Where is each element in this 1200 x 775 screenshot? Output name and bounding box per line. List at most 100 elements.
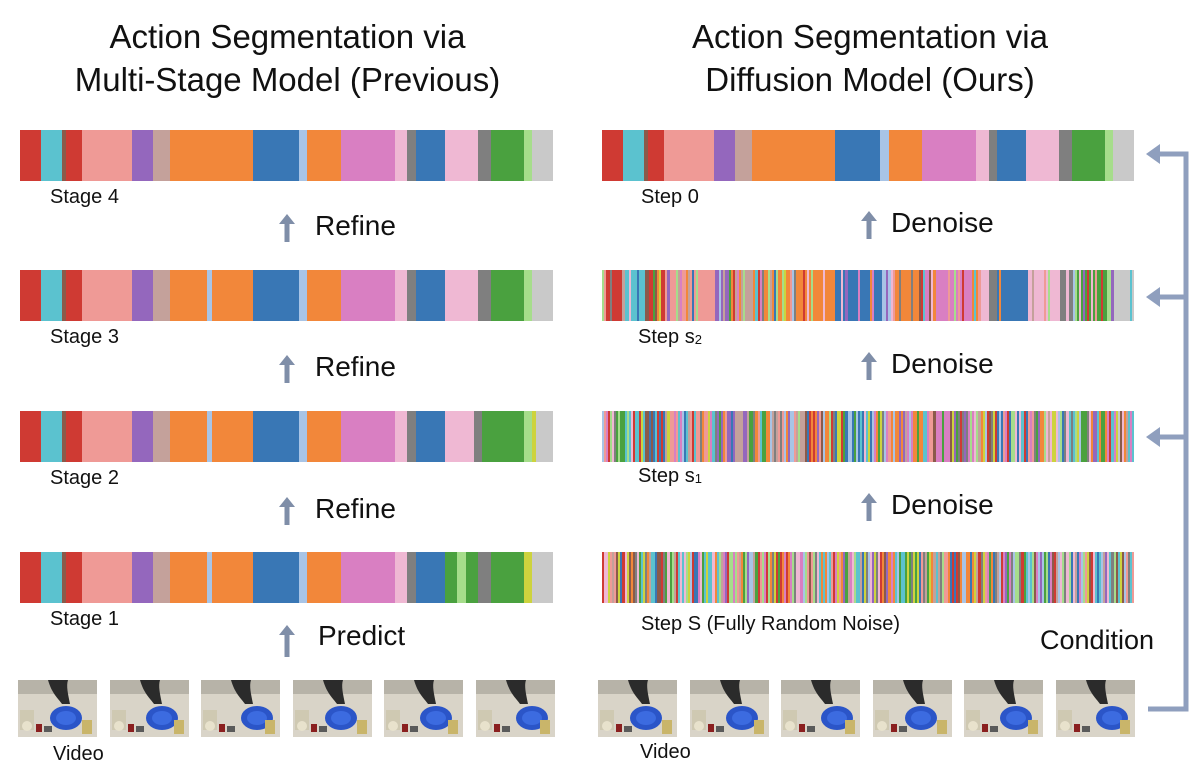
stage-segment (298, 270, 308, 321)
step-strip (704, 270, 707, 321)
step-strip (714, 552, 718, 603)
step-strip (868, 270, 871, 321)
step-strip (644, 270, 648, 321)
step-strip (1029, 411, 1033, 462)
step-strip (1017, 270, 1020, 321)
step-strip (653, 411, 656, 462)
step-strip (620, 411, 624, 462)
step-strip (765, 411, 769, 462)
step-strip (679, 411, 683, 462)
refine-op-label: Refine (315, 351, 396, 382)
stage-segment (465, 552, 479, 603)
stage-2-segmentation-bar (20, 411, 553, 462)
step-strip (632, 552, 636, 603)
step-strip (1023, 411, 1027, 462)
step-strip (1064, 552, 1068, 603)
step-strip (718, 270, 722, 321)
step-strip (1080, 411, 1084, 462)
stage-segment (490, 411, 525, 462)
stage-segment (82, 552, 134, 603)
stage-segment (394, 130, 408, 181)
step-strip (624, 552, 628, 603)
step-strip (1039, 270, 1043, 321)
step-strip (802, 552, 806, 603)
step-strip (761, 411, 765, 462)
step-strip (634, 411, 638, 462)
step-strip (992, 552, 996, 603)
stage-segment (544, 270, 553, 321)
stage-segment (61, 411, 67, 462)
step-strip (657, 411, 660, 462)
denoise-op-label: Denoise (891, 348, 994, 379)
step-strip (1037, 552, 1041, 603)
step-strip (859, 552, 863, 603)
step-strip (833, 411, 836, 462)
step-strip (853, 552, 857, 603)
step-strip (872, 270, 875, 321)
step-strip (1058, 552, 1061, 603)
step-strip (753, 411, 757, 462)
step-strip (677, 552, 681, 603)
stage-segment (253, 552, 300, 603)
step-strip (886, 270, 890, 321)
step-strip (910, 270, 914, 321)
stage-segment (444, 411, 475, 462)
step-strip (853, 270, 857, 321)
step-strip (884, 411, 887, 462)
step-strip (759, 552, 763, 603)
step-strip (982, 411, 986, 462)
step-strip (739, 552, 742, 603)
step-strip (620, 552, 624, 603)
step-strip (1019, 411, 1023, 462)
step-strip (710, 411, 714, 462)
step-strip (671, 270, 675, 321)
step-strip (1009, 270, 1012, 321)
step-strip (1015, 552, 1018, 603)
step-strip (835, 411, 838, 462)
step-strip (1091, 411, 1094, 462)
step-strip (800, 270, 804, 321)
step-strip (726, 552, 730, 603)
stage-segment (523, 552, 533, 603)
step-strip (747, 552, 750, 603)
step-strip (659, 411, 662, 462)
step-strip (802, 411, 806, 462)
right-title: Action Segmentation via Diffusion Model … (590, 15, 1150, 101)
step-strip (986, 411, 990, 462)
step-strip (1082, 270, 1086, 321)
step-strip (647, 270, 650, 321)
step-strip (841, 411, 845, 462)
step-strip (1007, 552, 1010, 603)
stage-segment (40, 552, 63, 603)
step-strip (618, 552, 621, 603)
step-strip (1131, 270, 1134, 321)
step-strip (657, 552, 660, 603)
step-strip (1099, 411, 1102, 462)
step-strip (743, 552, 746, 603)
step-strip (964, 411, 967, 462)
stage-segment (65, 552, 84, 603)
step-strip (1003, 411, 1006, 462)
step-strip (608, 270, 611, 321)
step-strip (739, 270, 742, 321)
step-strip (622, 411, 626, 462)
step-strip (982, 552, 986, 603)
step-strip (812, 552, 816, 603)
step-strip (1011, 411, 1014, 462)
step-strip (812, 270, 816, 321)
step-strip (708, 270, 712, 321)
step-strip (859, 270, 863, 321)
step-strip (1046, 411, 1049, 462)
step-strip (628, 552, 632, 603)
step-strip (710, 552, 714, 603)
step-strip (773, 270, 777, 321)
step-strip (937, 552, 941, 603)
step-strip (610, 552, 613, 603)
stage-segment (444, 130, 479, 181)
step-strip (1107, 411, 1111, 462)
step-strip (796, 552, 800, 603)
step-strip (827, 552, 830, 603)
step-strip (669, 411, 673, 462)
stage-segment (532, 130, 546, 181)
step-strip (998, 552, 1002, 603)
